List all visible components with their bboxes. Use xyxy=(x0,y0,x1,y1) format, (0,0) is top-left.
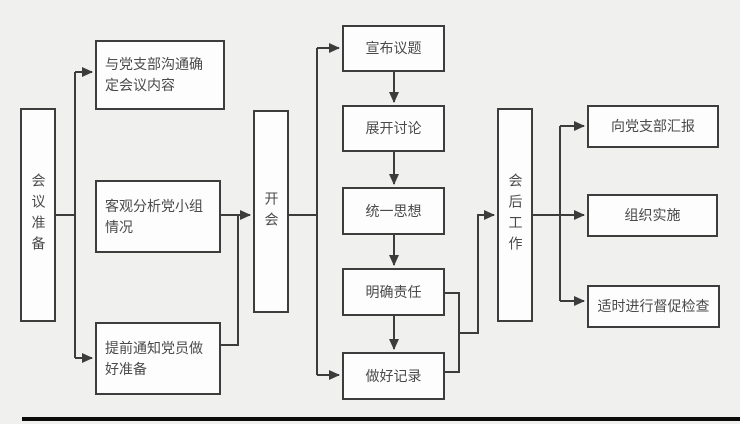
step-open-discussion: 展开讨论 xyxy=(342,105,445,152)
after-item-organize-implementation: 组织实施 xyxy=(587,194,718,237)
node-label: 提前通知党员做好准备 xyxy=(105,339,203,377)
node-label: 向党支部汇报 xyxy=(611,118,695,134)
stage-hold-meeting: 开会 xyxy=(253,110,289,313)
step-clarify-responsibility: 明确责任 xyxy=(342,268,445,316)
step-keep-records: 做好记录 xyxy=(342,352,445,400)
prep-item-communicate-with-branch: 与党支部沟通确定会议内容 xyxy=(95,40,225,110)
edge-lines xyxy=(55,43,585,380)
stage-after-meeting-work: 会后工作 xyxy=(497,108,533,322)
stage-label: 开会 xyxy=(263,190,280,233)
node-label: 展开讨论 xyxy=(365,120,422,136)
stage-meeting-preparation: 会议准备 xyxy=(20,108,56,322)
edge-m4-to-after xyxy=(445,210,495,334)
step-announce-topics: 宣布议题 xyxy=(342,25,445,72)
node-label: 明确责任 xyxy=(365,283,422,300)
node-label: 与党支部沟通确定会议内容 xyxy=(105,56,203,93)
node-label: 客观分析党小组情况 xyxy=(105,197,203,235)
prep-item-analyze-group-situation: 客观分析党小组情况 xyxy=(95,180,221,253)
node-label: 适时进行督促检查 xyxy=(597,298,710,314)
node-label: 统一思想 xyxy=(365,202,422,219)
bottom-border-rule xyxy=(22,417,740,421)
stage-label: 会后工作 xyxy=(507,173,524,257)
edge-m5-collector xyxy=(445,333,460,373)
step-unify-thinking: 统一思想 xyxy=(342,187,445,235)
stage-label: 会议准备 xyxy=(30,173,47,257)
prep-item-notify-members: 提前通知党员做好准备 xyxy=(95,322,221,395)
after-item-report-to-branch: 向党支部汇报 xyxy=(587,105,719,148)
edge-p3-collector xyxy=(220,215,239,346)
node-label: 做好记录 xyxy=(365,367,422,384)
node-label: 组织实施 xyxy=(624,207,681,223)
node-label: 宣布议题 xyxy=(365,40,422,56)
after-item-supervise-inspect: 适时进行督促检查 xyxy=(587,285,720,328)
